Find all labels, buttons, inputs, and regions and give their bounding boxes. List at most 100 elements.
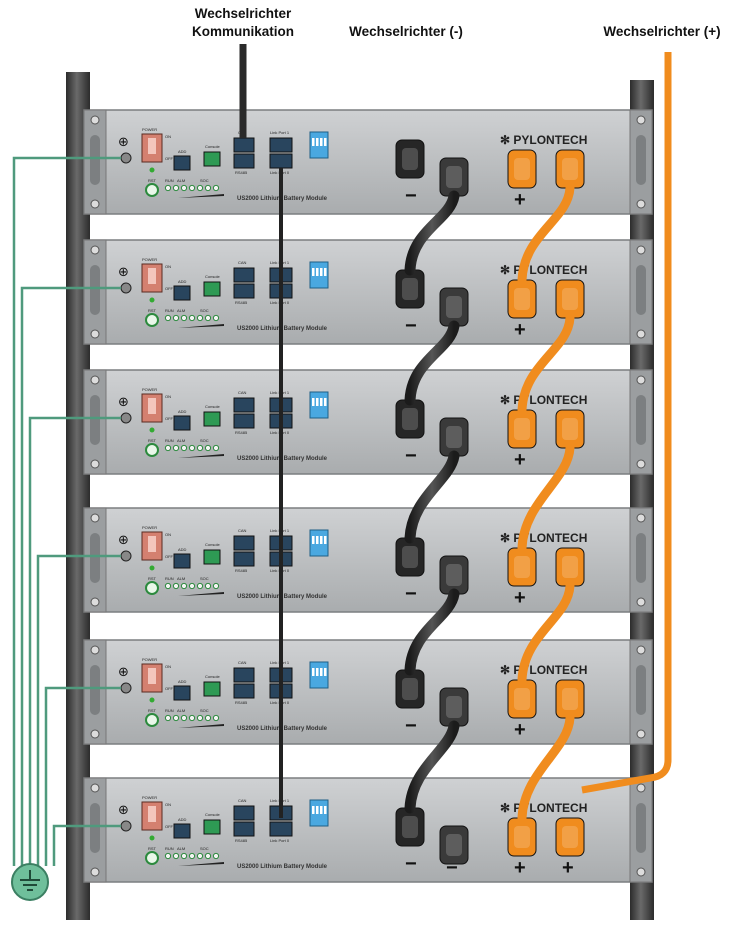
positive-link-cable	[517, 713, 575, 823]
on-label: ON	[165, 394, 171, 399]
link-port-0[interactable]	[269, 153, 293, 169]
ground-terminal-symbol: ⊕	[118, 803, 129, 818]
positive-link-cable	[517, 313, 575, 415]
console-port[interactable]	[203, 681, 221, 697]
rs485-port[interactable]	[233, 683, 255, 699]
dip-switch-toggle	[316, 806, 319, 814]
off-label: OFF	[165, 156, 174, 161]
rs485-label: RS485	[235, 170, 248, 175]
soc-led	[172, 852, 180, 860]
link-port-1[interactable]	[269, 137, 293, 153]
soc-led	[164, 714, 172, 722]
dip-switch-toggle	[312, 536, 315, 544]
console-label: Console	[205, 812, 220, 817]
ground-wire	[28, 416, 121, 866]
reset-button[interactable]	[145, 713, 159, 727]
link-port-0[interactable]	[269, 821, 293, 837]
address-switch[interactable]	[173, 553, 191, 569]
rst-label: RST	[148, 846, 157, 851]
dip-switch-toggle	[324, 268, 327, 276]
console-port[interactable]	[203, 819, 221, 835]
can-label: CAN	[238, 798, 247, 803]
address-switch[interactable]	[173, 415, 191, 431]
dip-switch-toggle	[324, 806, 327, 814]
negative-terminal-out-highlight	[402, 816, 418, 838]
can-port[interactable]	[233, 535, 255, 551]
positive-terminal-in-highlight	[562, 688, 578, 710]
reset-button[interactable]	[145, 581, 159, 595]
rst-label: RST	[148, 708, 157, 713]
rs485-port[interactable]	[233, 153, 255, 169]
soc-led	[204, 444, 212, 452]
minus-sign-in: −	[446, 857, 458, 879]
status-led	[149, 835, 155, 841]
can-port[interactable]	[233, 267, 255, 283]
ground-terminal-symbol: ⊕	[118, 665, 129, 680]
positive-terminal-in-highlight	[562, 826, 578, 848]
negative-terminal-out-highlight	[402, 678, 418, 700]
negative-link-cable	[404, 450, 460, 544]
cables	[239, 44, 672, 823]
ground-terminal-symbol: ⊕	[118, 395, 129, 410]
link-port-0-label: Link Port 0	[270, 838, 290, 843]
ground-wire	[20, 286, 121, 866]
rs485-port[interactable]	[233, 551, 255, 567]
reset-button[interactable]	[145, 443, 159, 457]
on-label: ON	[165, 664, 171, 669]
negative-link-cable	[404, 190, 460, 276]
rs485-port[interactable]	[233, 413, 255, 429]
negative-terminal-out-highlight	[402, 408, 418, 430]
ground-symbol-lines	[20, 870, 40, 891]
console-port[interactable]	[203, 549, 221, 565]
reset-button[interactable]	[145, 183, 159, 197]
rs485-port[interactable]	[233, 283, 255, 299]
can-port[interactable]	[233, 667, 255, 683]
slot	[636, 533, 646, 583]
soc-led	[164, 582, 172, 590]
address-switch[interactable]	[173, 285, 191, 301]
brand-logo: ✻ PYLONTECH	[500, 663, 587, 677]
soc-label: SOC	[200, 308, 209, 313]
screw-icon	[90, 597, 100, 607]
address-switch[interactable]	[173, 155, 191, 171]
positive-terminal-in-highlight	[562, 288, 578, 310]
can-port[interactable]	[233, 137, 255, 153]
console-port[interactable]	[203, 151, 221, 167]
console-port[interactable]	[203, 281, 221, 297]
soc-led	[180, 314, 188, 322]
plus-sign: +	[514, 587, 526, 609]
slot	[636, 135, 646, 185]
screw-icon	[636, 459, 646, 469]
rs485-port[interactable]	[233, 821, 255, 837]
off-label: OFF	[165, 686, 174, 691]
off-label: OFF	[165, 416, 174, 421]
dip-switch-toggle	[320, 536, 323, 544]
screw-icon	[90, 115, 100, 125]
ground-symbol-icon	[11, 863, 49, 901]
ground-wire	[36, 554, 121, 866]
reset-button[interactable]	[145, 851, 159, 865]
console-port[interactable]	[203, 411, 221, 427]
can-port[interactable]	[233, 805, 255, 821]
slot	[636, 665, 646, 715]
soc-led	[212, 582, 220, 590]
can-port[interactable]	[233, 397, 255, 413]
brand-logo: ✻ PYLONTECH	[500, 133, 587, 147]
slot	[636, 395, 646, 445]
dip-switch-toggle	[320, 138, 323, 146]
screw-icon	[90, 199, 100, 209]
minus-sign: −	[405, 445, 417, 467]
soc-led	[180, 184, 188, 192]
status-led	[149, 297, 155, 303]
dip-switch-toggle	[320, 668, 323, 676]
alm-label: ALM	[177, 708, 185, 713]
slot	[90, 665, 100, 715]
off-label: OFF	[165, 824, 174, 829]
dip-switch-toggle	[312, 398, 315, 406]
address-switch[interactable]	[173, 685, 191, 701]
reset-button[interactable]	[145, 313, 159, 327]
negative-terminal-in-highlight	[446, 834, 462, 856]
off-label: OFF	[165, 286, 174, 291]
address-switch[interactable]	[173, 823, 191, 839]
